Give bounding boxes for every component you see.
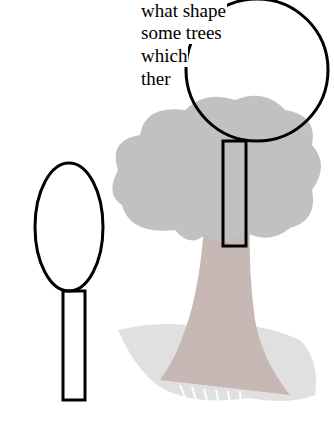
tree-trunk <box>160 215 290 395</box>
grey-tree <box>112 96 321 406</box>
text-line: ther <box>140 68 172 90</box>
grass-strokes <box>180 385 241 406</box>
trunk-rect <box>63 291 85 400</box>
oval-crown <box>35 163 103 291</box>
text-line: what shape <box>140 0 227 22</box>
trunk-rect <box>223 141 246 246</box>
text-line: which <box>140 45 188 67</box>
text-line: some trees <box>140 22 223 44</box>
tree-canopy <box>112 96 321 242</box>
